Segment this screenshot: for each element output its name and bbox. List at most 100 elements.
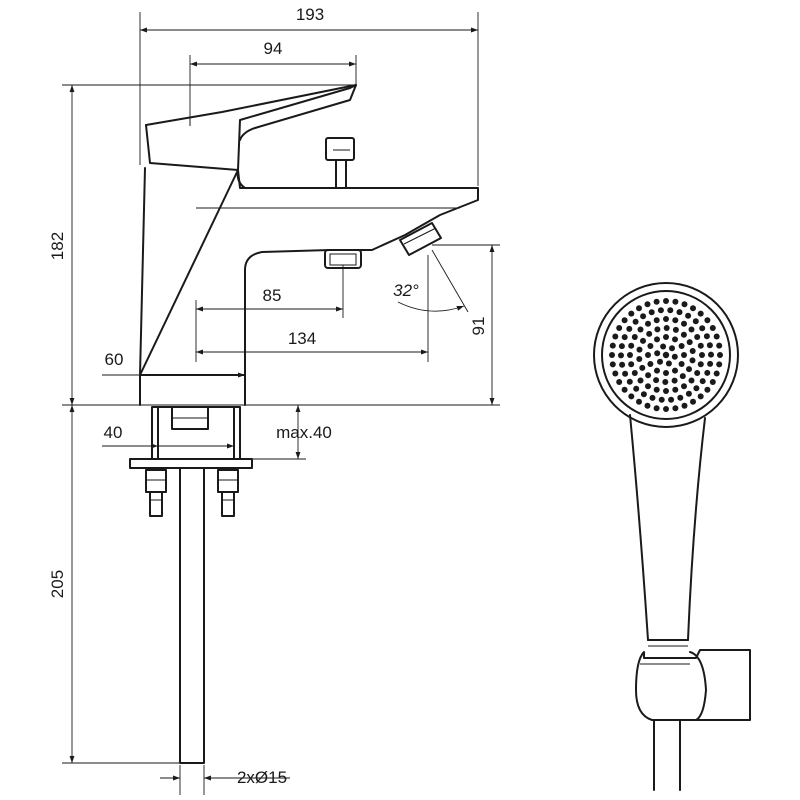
nozzle-hole [626,325,633,332]
nozzle-hole [645,383,651,390]
label-max-40: max.40 [276,423,332,442]
nozzle-hole [640,337,646,344]
nozzle-hole [704,386,711,393]
nozzle-hole [681,383,687,390]
nozzle-hole [707,360,714,367]
nozzle-hole [631,334,638,340]
nozzle-hole [679,373,686,380]
nozzle-hole [636,398,642,405]
nozzle-hole [663,298,669,304]
nozzle-hole [663,334,669,340]
nozzle-hole [621,386,628,393]
nozzle-hole [672,298,679,305]
label-91: 91 [469,317,488,336]
shower-nozzles [609,298,723,412]
nozzle-hole [678,361,685,367]
label-182: 182 [48,232,67,260]
nozzle-hole [645,320,651,327]
nozzle-hole [665,360,672,367]
nozzle-hole [639,364,646,371]
nozzle-hole [609,361,616,368]
nozzle-hole [688,377,695,384]
nozzle-hole [653,377,660,384]
nozzle-hole [672,367,678,374]
nozzle-hole [640,391,647,398]
nozzle-hole [662,351,670,359]
nozzle-hole [709,379,716,385]
nozzle-hole [654,367,660,374]
label-2x-d15: 2xØ15 [237,768,287,787]
nozzle-hole [636,356,643,362]
nozzle-hole [663,325,670,331]
nozzle-hole [672,317,679,324]
nozzle-hole [653,386,660,393]
nozzle-hole [633,385,640,392]
nozzle-hole [681,301,688,308]
nozzle-hole [609,352,615,358]
nozzle-hole [621,334,628,341]
hand-shower [593,282,751,791]
nozzle-hole [637,377,644,384]
nozzle-hole [637,326,644,333]
nozzle-hole [626,378,633,385]
aerator [399,222,442,256]
nozzle-hole [716,361,723,368]
label-205: 205 [48,570,67,598]
label-134: 134 [288,329,316,348]
nozzle-hole [636,346,643,353]
nozzle-hole [686,339,693,346]
mixer-body [139,167,479,406]
nozzle-hole [671,377,678,384]
nozzle-hole [654,350,661,357]
nozzle-hole [632,318,639,325]
label-32-degrees: 32° [393,281,419,300]
nozzle-hole [699,325,706,332]
nozzle-hole [663,406,669,412]
nozzle-hole [654,336,660,343]
nozzle-hole [686,366,692,373]
label-40: 40 [104,423,123,442]
nozzle-hole [672,336,678,343]
nozzle-hole [657,358,663,365]
dimension-labels: 193 94 182 85 134 60 91 32° 40 max.40 20… [48,5,488,787]
nozzle-hole [644,301,651,308]
label-85: 85 [263,286,282,305]
nozzle-hole [663,316,669,322]
nozzle-hole [654,326,661,333]
nozzle-hole [672,405,679,412]
nozzle-hole [704,369,711,376]
nozzle-hole [717,352,723,358]
nozzle-hole [713,333,720,340]
nozzle-hole [688,326,695,333]
nozzle-hole [694,334,701,340]
nozzle-hole [609,342,616,349]
nozzle-hole [708,351,714,358]
lever-handle [145,84,357,171]
nozzle-hole [622,370,629,377]
dimension-lines [62,12,500,795]
nozzle-hole [697,393,704,400]
nozzle-hole [657,307,664,314]
nozzle-hole [672,326,679,333]
nozzle-hole [627,352,633,358]
nozzle-hole [693,385,700,392]
nozzle-hole [668,396,675,403]
nozzle-hole [619,361,626,368]
nozzle-hole [616,379,623,385]
nozzle-hole [681,352,687,358]
nozzle-hole [690,305,696,312]
nozzle-hole [689,357,696,364]
nozzle-hole [681,402,688,409]
nozzle-hole [621,317,628,324]
nozzle-hole [662,379,669,385]
nozzle-hole [645,372,652,379]
nozzle-hole [649,394,656,401]
nozzle-hole [653,298,660,305]
nozzle-hole [653,405,660,412]
nozzle-hole [618,343,625,350]
nozzle-hole [646,330,653,337]
nozzle-hole [676,309,683,316]
nozzle-hole [663,388,669,394]
nozzle-hole [716,342,723,349]
nozzle-hole [677,394,684,401]
